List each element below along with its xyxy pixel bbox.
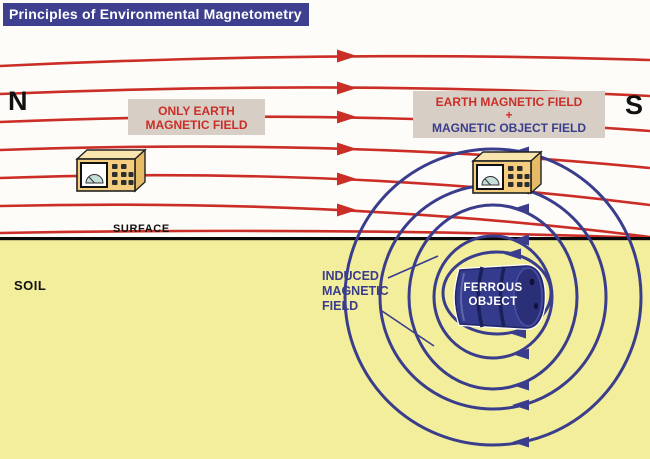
only-earth-field-line1: ONLY EARTH [158,104,235,118]
ferrous-object-label: FERROUS OBJECT [447,281,539,309]
ferrous-object-line1: FERROUS [463,282,523,294]
combined-field-line2: + [505,108,513,122]
induced-field-line1: INDUCED [322,269,379,283]
page-title: Principles of Environmental Magnetometry [3,3,309,26]
induced-field-line2: MAGNETIC [322,284,389,298]
surface-label: SURFACE [113,223,170,235]
ferrous-object-line2: OBJECT [468,296,518,308]
magnetometer-icon [471,150,543,195]
magnetometer-icon [75,148,147,193]
soil-label: SOIL [14,278,47,293]
only-earth-field-box: ONLY EARTH MAGNETIC FIELD [128,99,265,135]
surface-line [0,237,650,241]
induced-field-label: INDUCED MAGNETIC FIELD [322,269,389,314]
combined-field-box: EARTH MAGNETIC FIELD + MAGNETIC OBJECT F… [413,91,605,138]
induced-field-line3: FIELD [322,299,359,313]
ferrous-object-barrel [453,263,547,331]
south-pole-label: S [625,90,644,120]
earth-field-lines [0,54,650,240]
induced-label-pointer-lines [381,255,439,347]
only-earth-field-line2: MAGNETIC FIELD [145,118,248,132]
combined-field-line1: EARTH MAGNETIC FIELD [435,95,583,109]
combined-field-line3: MAGNETIC OBJECT FIELD [431,121,586,135]
north-pole-label: N [8,86,28,116]
earth-field-arrows [337,49,357,217]
